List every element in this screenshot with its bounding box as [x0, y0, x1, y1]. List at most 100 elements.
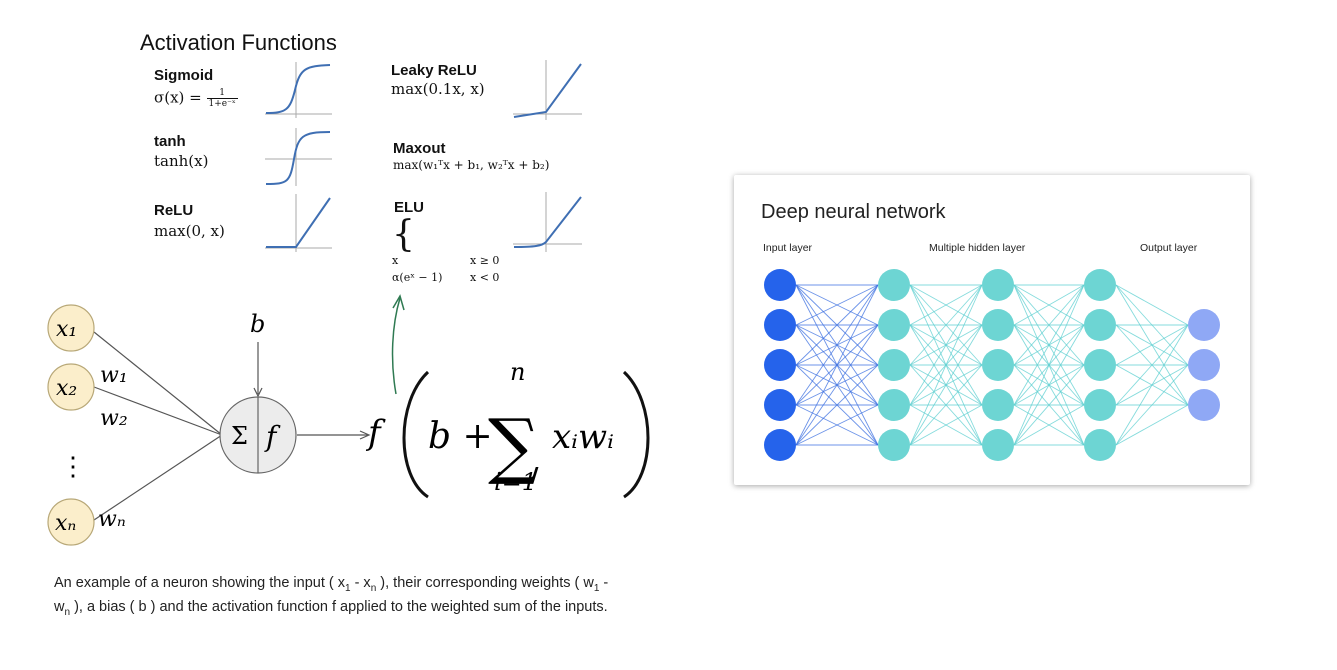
caption-part-3: ), their corresponding weights ( w: [376, 575, 594, 591]
weight-label-1: w₁: [100, 363, 128, 388]
elu-row2-cond: x < 0: [470, 271, 500, 284]
elu-plot: [513, 192, 582, 252]
dnn-edge-l3-0-0: [1115, 284, 1189, 326]
dnn-node-hidden-2-3: [982, 349, 1014, 381]
dnn-node-input-5: [764, 429, 796, 461]
dnn-title: Deep neural network: [761, 201, 946, 223]
dnn-edge-l2-1-0: [1013, 284, 1085, 326]
input-label-n: xₙ: [55, 511, 76, 536]
dnn-edge-l1-4-3: [909, 404, 983, 446]
dnn-node-hidden-1-4: [878, 389, 910, 421]
dnn-node-output-2: [1188, 349, 1220, 381]
dnn-graph: [764, 269, 1220, 461]
sum-symbol: Σ: [231, 422, 248, 450]
dnn-node-output-3: [1188, 389, 1220, 421]
sigma-symbol: ∑: [488, 403, 539, 487]
dnn-edge-l1-2-0: [909, 284, 983, 366]
dnn-edge-l0-4-2: [795, 364, 879, 446]
input-label-2: x₂: [56, 376, 77, 401]
tanh-formula: tanh(x): [154, 152, 209, 170]
output-f: f: [365, 413, 386, 453]
dnn-node-hidden-2-1: [982, 269, 1014, 301]
weight-label-n: wₙ: [98, 507, 126, 532]
dnn-edge-l1-3-0: [909, 284, 983, 406]
sigmoid-formula: σ(x) = 1 1+e⁻ˣ: [154, 88, 238, 109]
elu-formula: { x x ≥ 0 α(eˣ − 1) x < 0: [392, 214, 522, 286]
dnn-edge-l2-3-0: [1013, 284, 1085, 406]
sigmoid-plot: [265, 62, 332, 118]
dnn-node-hidden-1-1: [878, 269, 910, 301]
dnn-edge-l0-1-0: [795, 284, 879, 326]
input-ellipsis: ⋮: [60, 452, 86, 482]
dnn-edge-l1-1-0: [909, 284, 983, 326]
caption-sub-1: 1: [344, 582, 351, 594]
caption-part-4: - w: [54, 575, 609, 615]
dnn-edge-l3-4-0: [1115, 324, 1189, 446]
dnn-node-input-3: [764, 349, 796, 381]
output-bias-term: b +: [428, 416, 493, 457]
dnn-node-hidden-1-2: [878, 309, 910, 341]
sigmoid-name: Sigmoid: [154, 67, 214, 84]
input-node-n: [47, 498, 95, 546]
output-layer-label: Output layer: [1140, 242, 1198, 254]
dnn-edge-l2-2-0: [1013, 284, 1085, 366]
neuron-diagram: x₁ x₂ xₙ ⋮ w₁ w₂ wₙ b Σ f f b + n ∑ i=1 …: [47, 304, 650, 546]
caption-sub-4: n: [64, 606, 71, 618]
dnn-edge-l0-3-0: [795, 284, 879, 406]
tanh-plot: [265, 128, 332, 186]
dnn-edge-l1-4-0: [909, 284, 983, 446]
maxout-name: Maxout: [393, 140, 446, 157]
relu-plot: [265, 194, 332, 252]
dnn-edge-l2-4-2: [1013, 364, 1085, 446]
hidden-layer-label: Multiple hidden layer: [929, 242, 1026, 254]
sigmoid-frac-num: 1: [206, 88, 238, 99]
dnn-node-hidden-3-5: [1084, 429, 1116, 461]
activation-functions-title: Activation Functions: [140, 30, 337, 55]
dnn-edge-l3-2-0: [1115, 324, 1189, 366]
input-node-2: [47, 363, 95, 411]
dnn-edge-l2-4-0: [1013, 284, 1085, 446]
input-layer-label: Input layer: [763, 242, 813, 254]
dnn-edge-l0-4-1: [795, 324, 879, 446]
dnn-node-input-1: [764, 269, 796, 301]
elu-name: ELU: [394, 199, 424, 216]
dnn-node-hidden-1-3: [878, 349, 910, 381]
dnn-node-hidden-2-5: [982, 429, 1014, 461]
dnn-node-hidden-3-1: [1084, 269, 1116, 301]
sigmoid-frac-den: 1+e⁻ˣ: [208, 99, 236, 109]
dnn-edge-l3-4-2: [1115, 404, 1189, 446]
sigma-upper: n: [510, 358, 525, 386]
green-arrow-icon: [391, 294, 405, 395]
leaky-relu-name: Leaky ReLU: [391, 62, 477, 79]
caption-part-2: - x: [350, 575, 371, 591]
sigma-term: xᵢwᵢ: [552, 417, 614, 457]
sigmoid-fraction: 1 1+e⁻ˣ: [206, 88, 238, 109]
dnn-edge-l0-4-3: [795, 404, 879, 446]
dnn-edge-l2-4-3: [1013, 404, 1085, 446]
dnn-node-output-1: [1188, 309, 1220, 341]
input-node-1: [47, 304, 95, 352]
dnn-node-hidden-3-3: [1084, 349, 1116, 381]
weight-label-2: w₂: [100, 406, 128, 431]
dnn-edge-l1-4-2: [909, 364, 983, 446]
relu-formula: max(0, x): [154, 222, 225, 240]
dnn-edge-l0-4-0: [795, 284, 879, 446]
dnn-edge-l2-4-1: [1013, 324, 1085, 446]
elu-row1-expr: x: [392, 254, 399, 267]
dnn-node-hidden-2-4: [982, 389, 1014, 421]
elu-brace: {: [392, 214, 415, 255]
neuron-caption: An example of a neuron showing the input…: [54, 574, 614, 622]
dnn-node-input-2: [764, 309, 796, 341]
sigma-lower: i=1: [494, 468, 537, 496]
elu-row2-expr: α(eˣ − 1): [392, 271, 443, 284]
caption-part-1: An example of a neuron showing the input…: [54, 575, 345, 591]
sigmoid-formula-lhs: σ(x) =: [154, 88, 202, 107]
caption-sub-3: 1: [593, 582, 600, 594]
dnn-edge-l1-4-1: [909, 324, 983, 446]
leaky-relu-formula: max(0.1x, x): [391, 80, 485, 98]
dnn-edge-l3-4-1: [1115, 364, 1189, 446]
dnn-node-hidden-3-4: [1084, 389, 1116, 421]
elu-row1-cond: x ≥ 0: [470, 254, 500, 267]
bias-label: b: [250, 310, 265, 338]
dnn-edge-l3-3-0: [1115, 324, 1189, 406]
